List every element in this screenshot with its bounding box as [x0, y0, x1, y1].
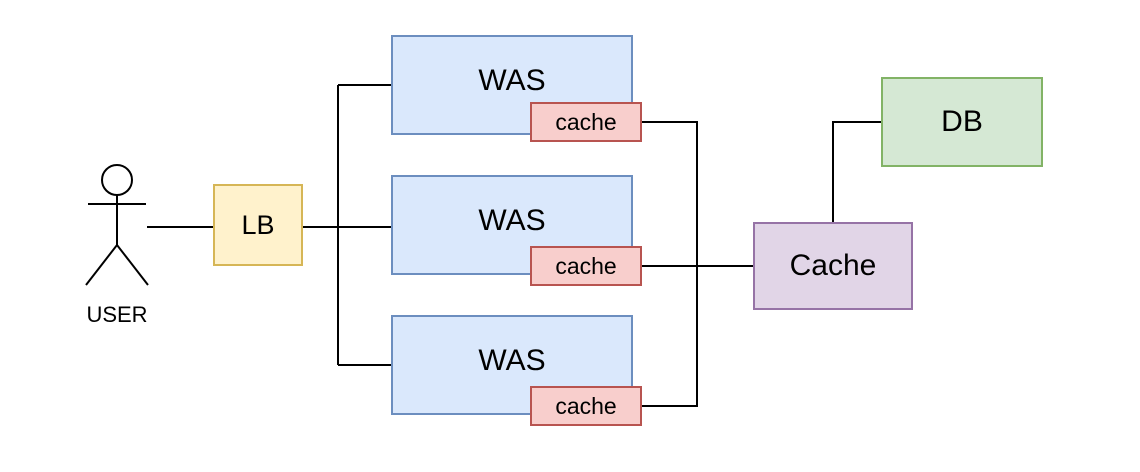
- local-cache-node-2[interactable]: cache: [530, 246, 642, 286]
- shared-cache-node[interactable]: Cache: [753, 222, 913, 310]
- user-legs: [85, 243, 149, 286]
- local-cache-node-3[interactable]: cache: [530, 386, 642, 426]
- load-balancer-label: LB: [241, 209, 275, 240]
- connector-cache-3-merge: [641, 266, 698, 407]
- local-cache-label: cache: [555, 108, 617, 135]
- local-cache-node-1[interactable]: cache: [530, 102, 642, 142]
- database-label: DB: [941, 105, 983, 138]
- was-label: WAS: [478, 64, 546, 97]
- user-actor-icon: [85, 164, 149, 286]
- user-head: [101, 164, 133, 196]
- connector-cache-1-merge: [641, 121, 698, 266]
- connector-shared-cache-db: [832, 121, 881, 222]
- shared-cache-label: Cache: [789, 249, 877, 282]
- was-label: WAS: [478, 204, 546, 237]
- database-node[interactable]: DB: [881, 77, 1043, 167]
- user-label: USER: [86, 302, 148, 327]
- load-balancer-node[interactable]: LB: [213, 184, 303, 266]
- local-cache-label: cache: [555, 252, 617, 279]
- local-cache-label: cache: [555, 392, 617, 419]
- was-label: WAS: [478, 344, 546, 377]
